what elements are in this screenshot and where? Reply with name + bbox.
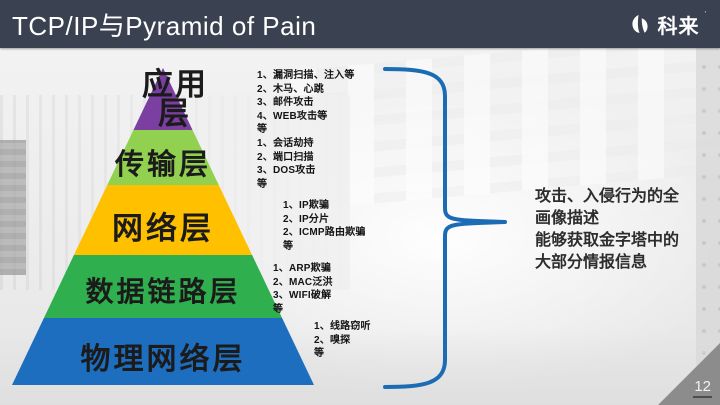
annotation-line: 1、漏洞扫描、注入等 bbox=[257, 70, 355, 81]
layer-label-physical: 物理网络层 bbox=[80, 343, 246, 376]
annotation-line: 2、IP分片 bbox=[283, 213, 330, 225]
company-logo: 科来 ' bbox=[628, 0, 706, 48]
annotation-line: 3、WIFI破解 bbox=[273, 290, 332, 301]
colasoft-leaf-icon bbox=[628, 12, 652, 36]
annotation-line: 等 bbox=[257, 124, 268, 135]
layer-label-application-line2: 层 bbox=[158, 96, 191, 131]
summary-line: 大部分情报信息 bbox=[535, 254, 648, 271]
summary-line: 攻击、入侵行为的全 bbox=[535, 188, 680, 205]
pyramid-band-physical bbox=[12, 318, 314, 385]
annotation-line: 1、ARP欺骗 bbox=[273, 263, 332, 274]
page-number: 12 bbox=[693, 378, 712, 398]
annotation-transport-attacks: 1、会话劫持 2、端口扫描 3、DOS攻击 等 bbox=[257, 137, 316, 191]
layer-label-application: 应用 层 bbox=[142, 67, 208, 131]
layer-label-application-line1: 应用 bbox=[142, 67, 208, 102]
annotation-line: 1、线路窃听 bbox=[314, 321, 371, 332]
annotation-line: 等 bbox=[257, 178, 268, 190]
annotation-line: 2、ICMP路由欺骗 bbox=[283, 227, 366, 238]
annotation-line: 2、木马、心跳 bbox=[257, 83, 324, 95]
annotation-line: 等 bbox=[273, 303, 284, 315]
annotation-line: 2、MAC泛洪 bbox=[273, 276, 333, 288]
annotation-line: 1、会话劫持 bbox=[257, 138, 314, 149]
annotation-line: 4、WEB攻击等 bbox=[257, 110, 328, 122]
curly-brace bbox=[383, 67, 507, 389]
annotation-line: 等 bbox=[283, 240, 294, 252]
annotation-line: 3、邮件攻击 bbox=[257, 97, 314, 108]
layer-label-transport: 传输层 bbox=[114, 149, 211, 181]
annotation-datalink-attacks: 1、ARP欺骗 2、MAC泛洪 3、WIFI破解 等 bbox=[273, 262, 333, 316]
company-logo-text: 科来 bbox=[657, 15, 700, 38]
annotation-line: 3、DOS攻击 bbox=[257, 165, 316, 176]
slide-title: TCP/IP与Pyramid of Pain bbox=[12, 10, 317, 41]
background-left-rack bbox=[0, 140, 26, 275]
summary-text: 攻击、入侵行为的全 画像描述 能够获取金字塔中的 大部分情报信息 bbox=[535, 186, 720, 274]
annotation-line: 2、端口扫描 bbox=[257, 151, 314, 163]
annotation-line: 2、嗅探 bbox=[314, 334, 351, 346]
annotation-line: 1、IP欺骗 bbox=[283, 200, 330, 211]
logo-trademark: ' bbox=[704, 10, 706, 19]
layer-label-network: 网络层 bbox=[112, 211, 214, 246]
annotation-application-attacks: 1、漏洞扫描、注入等 2、木马、心跳 3、邮件攻击 4、WEB攻击等 等 bbox=[257, 69, 355, 137]
summary-line: 能够获取金字塔中的 bbox=[535, 232, 680, 249]
annotation-physical-attacks: 1、线路窃听 2、嗅探 等 bbox=[314, 320, 371, 361]
annotation-network-attacks: 1、IP欺骗 2、IP分片 2、ICMP路由欺骗 等 bbox=[283, 199, 366, 253]
layer-label-datalink: 数据链路层 bbox=[85, 277, 241, 308]
annotation-line: 等 bbox=[314, 348, 325, 359]
slide-header: TCP/IP与Pyramid of Pain 科来 ' bbox=[0, 0, 720, 48]
summary-line: 画像描述 bbox=[535, 210, 600, 227]
